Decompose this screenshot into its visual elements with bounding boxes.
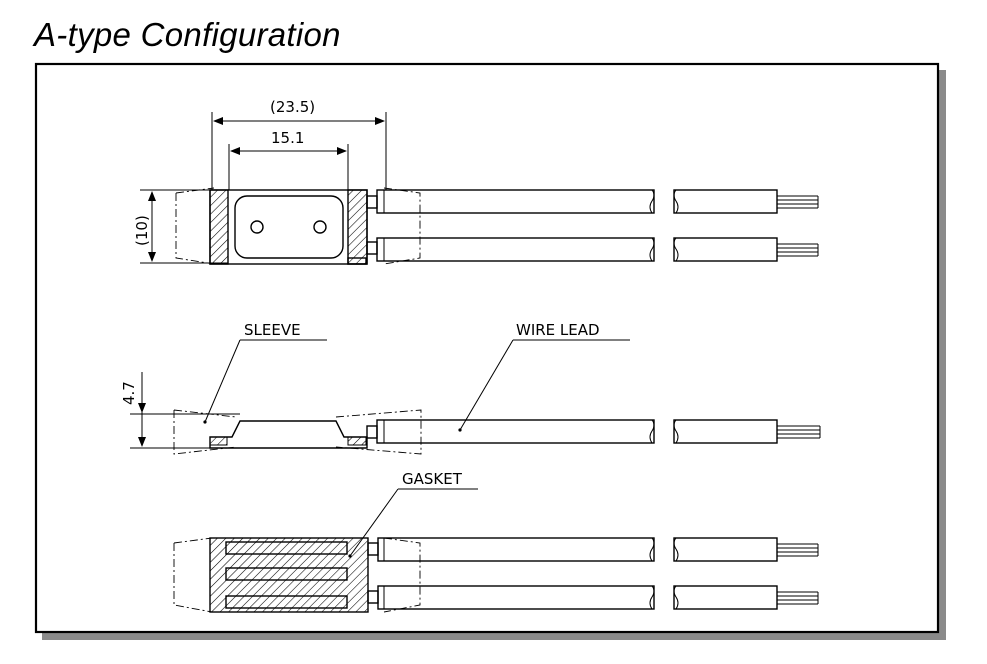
sleeve-label: SLEEVE (244, 321, 301, 339)
section-wire-1 (377, 537, 819, 562)
body-length-label: 15.1 (271, 129, 304, 147)
left-end-cap-hatch (209, 189, 229, 265)
right-hole (313, 220, 327, 234)
sleeve-leader (204, 339, 241, 423)
top-view-wire-2 (376, 237, 819, 262)
section-view: GASKET (173, 470, 819, 613)
section-wire-2 (377, 585, 819, 610)
thickness-label: 4.7 (120, 381, 138, 405)
overall-length-label: (23.5) (270, 98, 315, 116)
right-end-cap-hatch (347, 189, 368, 265)
section-body-hatch (209, 537, 369, 613)
gasket-label: GASKET (402, 470, 463, 488)
wire-lead-leader (459, 339, 514, 431)
drawing-frame (34, 62, 940, 634)
top-view: (23.5) 15.1 (10) (133, 98, 819, 265)
left-hole (250, 220, 264, 234)
width-label: (10) (133, 215, 151, 246)
top-view-wire-1 (376, 189, 819, 214)
side-view: SLEEVE WIRE LEAD 4.7 (120, 321, 821, 455)
page-title: A-type Configuration (34, 16, 341, 53)
side-sleeve-outline (173, 409, 422, 455)
sensor-window (234, 195, 344, 259)
wire-lead-label: WIRE LEAD (516, 321, 600, 339)
